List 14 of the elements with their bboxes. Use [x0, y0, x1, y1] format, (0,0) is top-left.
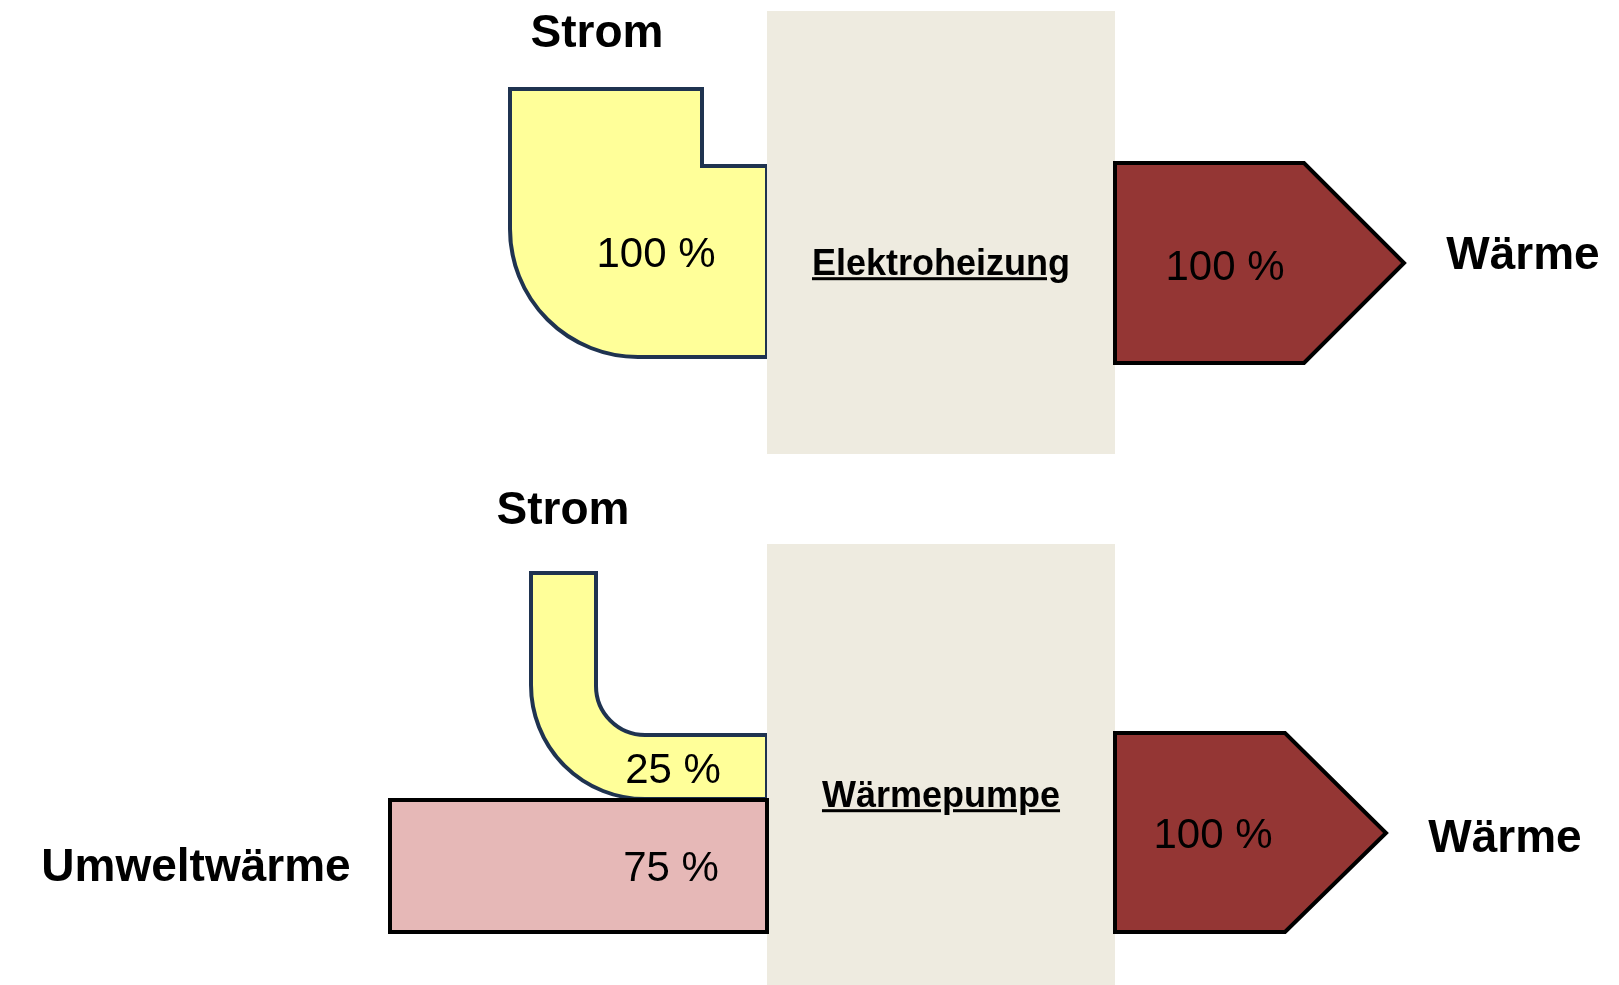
percent-value: 25 % — [625, 745, 721, 793]
process-label: Wärmepumpe — [822, 775, 1060, 815]
percent-value: 75 % — [623, 843, 719, 891]
flow-label: Strom — [530, 5, 664, 57]
flow-label: Wärme — [1428, 810, 1582, 862]
flow-label: Strom — [496, 482, 630, 534]
flow-label: Wärme — [1446, 227, 1600, 279]
percent-value: 100 % — [596, 229, 716, 277]
process-label: Elektroheizung — [812, 243, 1070, 283]
flow-label: Umweltwärme — [41, 839, 351, 891]
percent-value: 100 % — [1165, 242, 1285, 290]
process-box — [767, 11, 1115, 454]
percent-value: 100 % — [1153, 810, 1273, 858]
process-box — [767, 544, 1115, 985]
